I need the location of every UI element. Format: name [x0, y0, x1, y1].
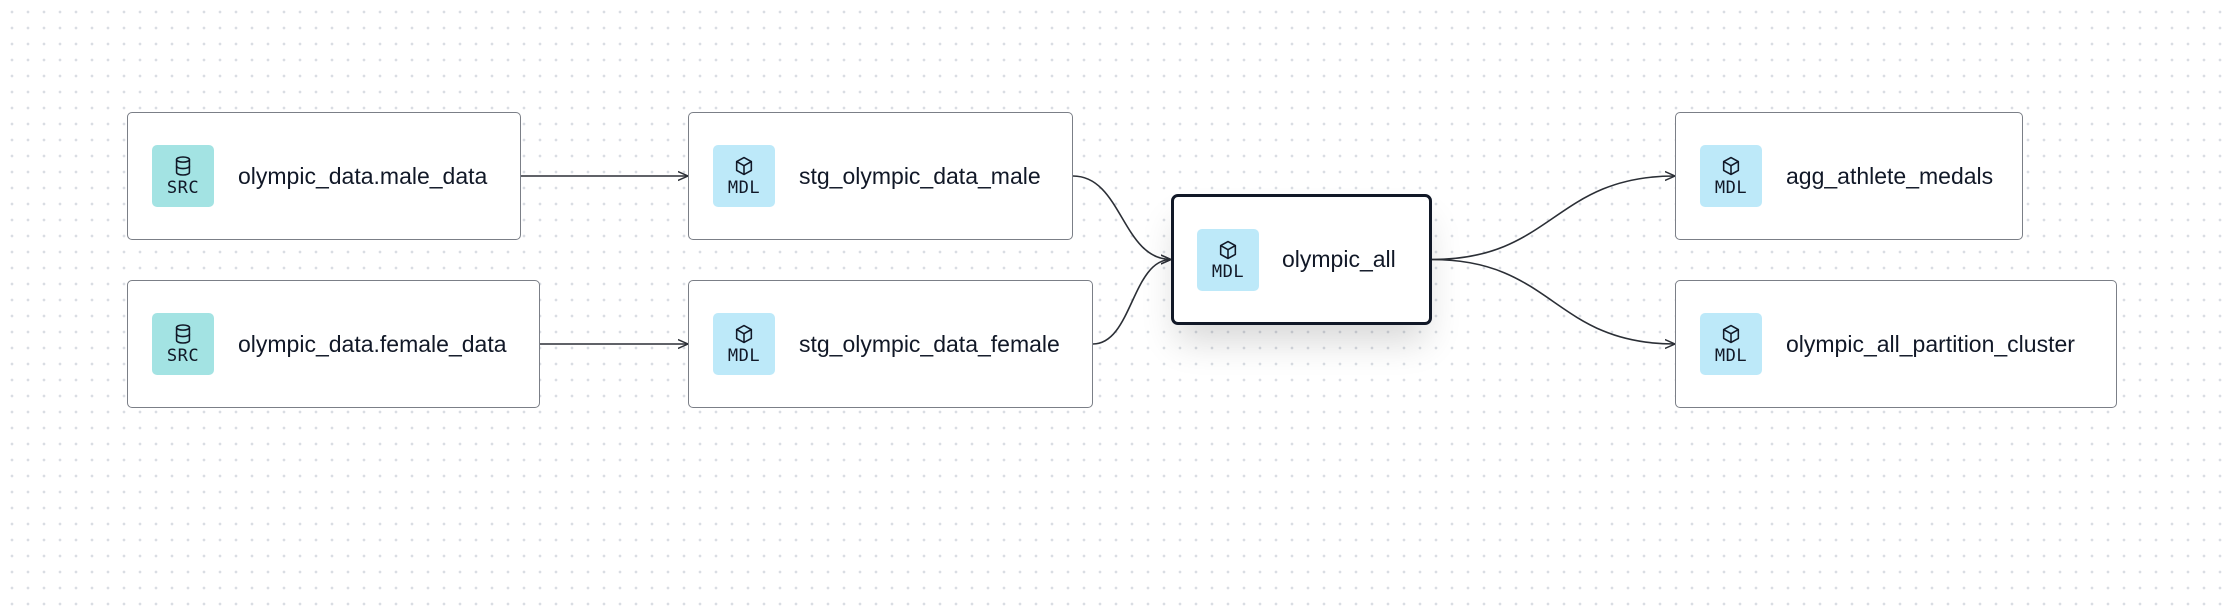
cube-icon: [1720, 155, 1742, 177]
edge-olympic_all-to-partition_cluster: [1431, 258, 1675, 345]
node-label: agg_athlete_medals: [1786, 162, 1994, 189]
node-kind-label: MDL: [1211, 261, 1245, 282]
edge-stg_female-to-olympic_all: [1092, 260, 1171, 345]
model-badge: MDL: [1197, 228, 1259, 291]
node-olympic-all[interactable]: MDL olympic_all: [1171, 194, 1432, 325]
node-label: stg_olympic_data_female: [799, 330, 1060, 357]
node-label: olympic_all: [1282, 246, 1396, 272]
source-badge: SRC: [152, 145, 214, 207]
node-label: stg_olympic_data_male: [799, 162, 1041, 189]
cube-icon: [733, 155, 755, 177]
node-stg-olympic-data-male[interactable]: MDL stg_olympic_data_male: [688, 112, 1073, 240]
database-icon: [172, 155, 194, 177]
edge-olympic_all-to-agg_medals: [1431, 176, 1675, 261]
node-label: olympic_all_partition_cluster: [1786, 330, 2075, 357]
node-kind-label: SRC: [166, 346, 200, 366]
node-kind-label: MDL: [1714, 346, 1748, 366]
cube-icon: [1217, 239, 1239, 261]
node-olympic-data-female-data[interactable]: SRC olympic_data.female_data: [127, 280, 540, 408]
node-agg-athlete-medals[interactable]: MDL agg_athlete_medals: [1675, 112, 2023, 240]
node-stg-olympic-data-female[interactable]: MDL stg_olympic_data_female: [688, 280, 1093, 408]
model-badge: MDL: [713, 313, 775, 375]
node-kind-label: MDL: [1714, 178, 1748, 198]
source-badge: SRC: [152, 313, 214, 375]
cube-icon: [733, 323, 755, 345]
model-badge: MDL: [1700, 145, 1762, 207]
database-icon: [172, 323, 194, 345]
node-kind-label: MDL: [727, 346, 761, 366]
model-badge: MDL: [1700, 313, 1762, 375]
node-olympic-all-partition-cluster[interactable]: MDL olympic_all_partition_cluster: [1675, 280, 2117, 408]
model-badge: MDL: [713, 145, 775, 207]
node-label: olympic_data.male_data: [238, 162, 488, 189]
node-olympic-data-male-data[interactable]: SRC olympic_data.male_data: [127, 112, 521, 240]
cube-icon: [1720, 323, 1742, 345]
node-kind-label: MDL: [727, 178, 761, 198]
edge-stg_male-to-olympic_all: [1072, 175, 1171, 260]
node-kind-label: SRC: [166, 178, 200, 198]
node-label: olympic_data.female_data: [238, 330, 507, 357]
